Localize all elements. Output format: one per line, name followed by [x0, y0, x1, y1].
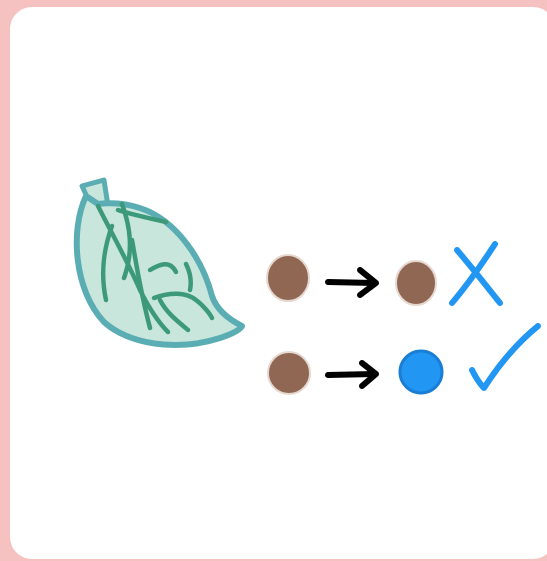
row-1 — [266, 241, 503, 306]
checkmark-icon — [469, 323, 541, 391]
seed-icon — [266, 254, 310, 302]
seed-icon — [398, 349, 444, 395]
leaf-icon — [73, 177, 245, 348]
seed-icon — [395, 260, 437, 306]
arrow-right-icon — [325, 360, 379, 389]
row-2 — [267, 323, 541, 395]
leaf-veins — [95, 201, 215, 335]
seed-icon — [267, 351, 311, 395]
leaf-blade — [73, 193, 245, 348]
cross-icon — [449, 241, 503, 306]
arrow-right-icon — [325, 267, 379, 298]
